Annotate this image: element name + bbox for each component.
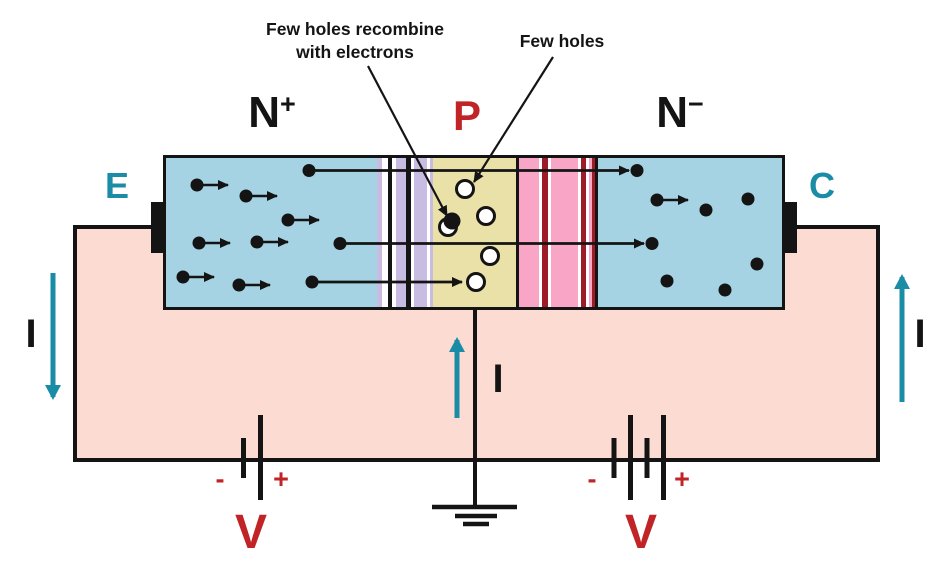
label-voltage-right: V (624, 506, 657, 559)
label-minus-left: - (215, 464, 225, 494)
label-n-minus-base: N (656, 88, 688, 137)
annotation-few-holes: Few holes (519, 31, 605, 51)
emitter-region (166, 158, 377, 307)
base-region (433, 158, 516, 307)
label-n-minus: N− (645, 88, 715, 138)
label-n-plus-sup: + (280, 89, 296, 119)
label-emitter: E (104, 165, 129, 206)
annotation-recombine-line2: with electrons (296, 42, 414, 62)
label-n-plus-base: N (248, 88, 280, 137)
annotation-recombine-line1: Few holes recombine (266, 19, 444, 39)
label-voltage-left: V (234, 506, 267, 559)
label-current-left: I (25, 312, 37, 356)
label-current-base: I (492, 357, 504, 401)
transistor-body (163, 155, 785, 310)
base-collector-depletion-region (516, 158, 598, 307)
collector-region (598, 158, 782, 307)
label-n-plus: N+ (237, 88, 307, 138)
collector-electrode (784, 202, 797, 253)
label-plus-right: + (674, 464, 690, 494)
annotation-recombine: Few holes recombine with electrons (243, 18, 467, 64)
label-collector: C (809, 165, 835, 206)
emitter-electrode (151, 202, 164, 253)
label-plus-left: + (273, 464, 289, 494)
label-p: P (452, 92, 481, 139)
label-n-minus-sup: − (688, 89, 704, 119)
emitter-base-depletion-region (377, 158, 433, 307)
label-current-right: I (914, 312, 926, 356)
label-minus-right: - (587, 464, 597, 494)
